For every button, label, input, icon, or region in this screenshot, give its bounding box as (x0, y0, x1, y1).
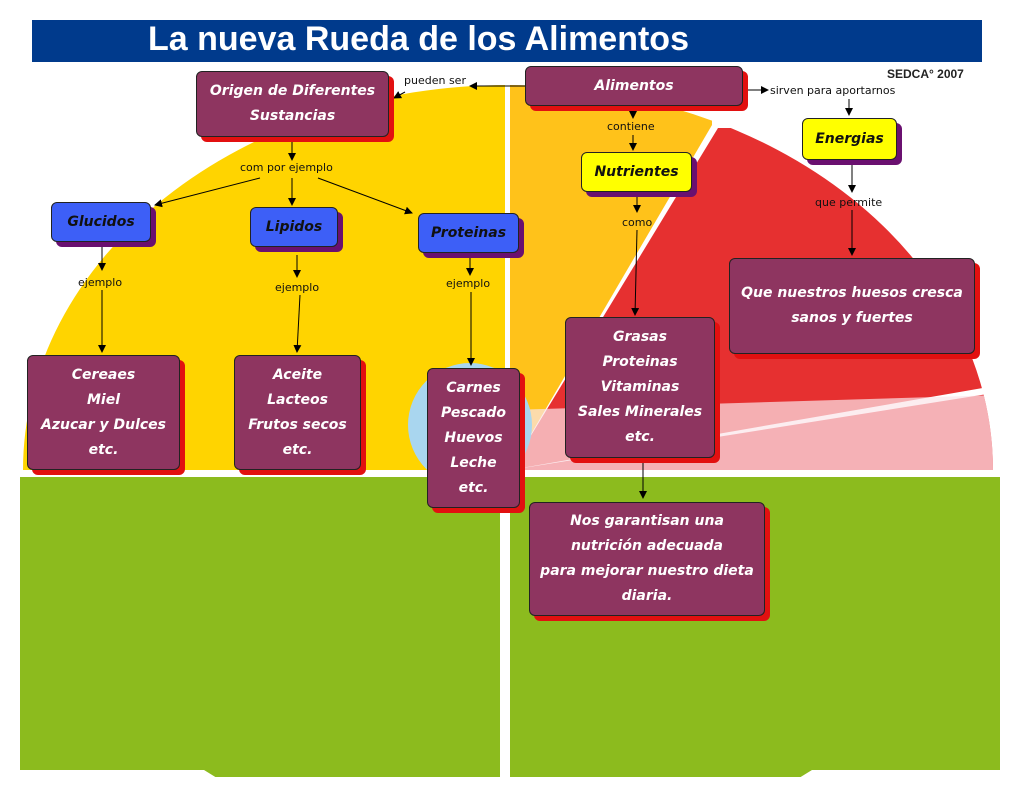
node-nutricion[interactable]: Nos garantisan una nutrición adecuada pa… (529, 502, 765, 616)
link-ejemplo-lipidos: ejemplo (275, 281, 320, 294)
node-energias[interactable]: Energias (802, 118, 897, 160)
link-sirven: sirven para aportarnos (770, 84, 896, 97)
link-que-permite: que permite (815, 196, 883, 209)
node-proteinas[interactable]: Proteinas (418, 213, 519, 253)
node-nutrientes[interactable]: Nutrientes (581, 152, 692, 192)
link-ejemplo-glucidos: ejemplo (78, 276, 123, 289)
node-ej-proteinas[interactable]: Carnes Pescado Huevos Leche etc. (427, 368, 520, 508)
node-huesos[interactable]: Que nuestros huesos cresca sanos y fuert… (729, 258, 975, 354)
node-ej-glucidos[interactable]: Cereaes Miel Azucar y Dulces etc. (27, 355, 180, 470)
link-com-por-ejemplo: com por ejemplo (240, 161, 333, 174)
credit: SEDCA° 2007 (887, 67, 964, 81)
node-origen[interactable]: Origen de Diferentes Sustancias (196, 71, 389, 137)
page-title: La nueva Rueda de los Alimentos (148, 20, 689, 58)
node-glucidos[interactable]: Glucidos (51, 202, 151, 242)
node-lipidos[interactable]: Lipidos (250, 207, 338, 247)
title-banner (32, 20, 982, 62)
node-ej-lipidos[interactable]: Aceite Lacteos Frutos secos etc. (234, 355, 361, 470)
fruits-sector (20, 477, 500, 777)
link-como: como (622, 216, 653, 229)
link-contiene: contiene (607, 120, 655, 133)
link-ejemplo-proteinas: ejemplo (446, 277, 491, 290)
node-alimentos[interactable]: Alimentos (525, 66, 743, 106)
node-nutrientes-list[interactable]: Grasas Proteinas Vitaminas Sales Mineral… (565, 317, 715, 458)
link-pueden-ser: pueden ser (404, 74, 466, 87)
